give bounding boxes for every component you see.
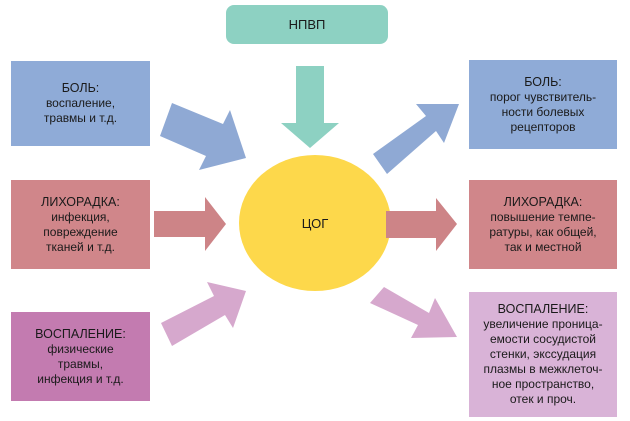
inflammation-cause-line: инфекция и т.д.	[37, 371, 124, 386]
fever-effect-line: ратуры, как общей,	[489, 224, 597, 239]
inflammation-effect-title: ВОСПАЛЕНИЕ:	[497, 302, 589, 316]
inflammation-effect-line: емости сосудистой	[490, 332, 596, 346]
inflammation-cause-line: травмы,	[57, 356, 104, 371]
fever-cause-title: ЛИХОРАДКА:	[41, 194, 120, 209]
inflammation-effect-line: плазмы в межклеточ-	[483, 362, 603, 376]
pain-effect-title: БОЛЬ:	[524, 74, 562, 89]
fever-effect-box: ЛИХОРАДКА: повышение темпе- ратуры, как …	[469, 180, 617, 269]
arrow-fever-cause-to-cog	[154, 197, 226, 251]
arrow-cog-to-inflammation-effect	[370, 287, 457, 338]
inflammation-cause-box: ВОСПАЛЕНИЕ: физические травмы, инфекция …	[11, 312, 150, 401]
cog-label: ЦОГ	[301, 215, 329, 231]
arrow-cog-to-fever-effect	[386, 198, 457, 251]
pain-cause-line: воспаление,	[45, 96, 116, 110]
fever-effect-title: ЛИХОРАДКА:	[503, 194, 583, 209]
npvp-label: НПВП	[288, 17, 326, 32]
fever-cause-line: тканей и т.д.	[46, 239, 115, 254]
inflammation-effect-line: увеличение проница-	[483, 317, 603, 331]
pain-effect-box: БОЛЬ: порог чувствитель- ности болевых р…	[469, 60, 617, 149]
inflammation-effect-line: ное пространство,	[491, 377, 595, 391]
inflammation-effect-box: ВОСПАЛЕНИЕ: увеличение проница- емости с…	[469, 292, 617, 417]
inflammation-cause-line: физические	[47, 341, 114, 356]
fever-effect-line: повышение темпе-	[490, 209, 596, 224]
pain-cause-title: БОЛЬ:	[61, 81, 100, 95]
pain-cause-line: травмы и т.д.	[43, 111, 118, 125]
pain-effect-line: рецепторов	[510, 119, 576, 134]
arrow-pain-cause-to-cog	[160, 103, 246, 170]
fever-effect-line: так и местной	[504, 239, 582, 254]
fever-cause-line: повреждение	[43, 224, 118, 239]
pain-effect-line: порог чувствитель-	[489, 89, 597, 104]
arrow-npvp-to-cog	[281, 66, 339, 148]
fever-cause-box: ЛИХОРАДКА: инфекция, повреждение тканей …	[11, 180, 150, 269]
inflammation-cause-title: ВОСПАЛЕНИЕ:	[35, 326, 126, 341]
arrow-cog-to-pain-effect	[373, 104, 459, 174]
cog-circle	[239, 155, 391, 291]
pain-effect-line: ности болевых	[501, 104, 585, 119]
inflammation-effect-line: стенки, экссудация	[489, 347, 597, 361]
npvp-box: НПВП	[226, 5, 388, 44]
fever-cause-line: инфекция,	[51, 209, 110, 224]
arrow-inflammation-cause-to-cog	[161, 282, 246, 346]
pain-cause-box: БОЛЬ: воспаление, травмы и т.д.	[11, 61, 150, 146]
inflammation-effect-line: отек и проч.	[509, 392, 577, 406]
